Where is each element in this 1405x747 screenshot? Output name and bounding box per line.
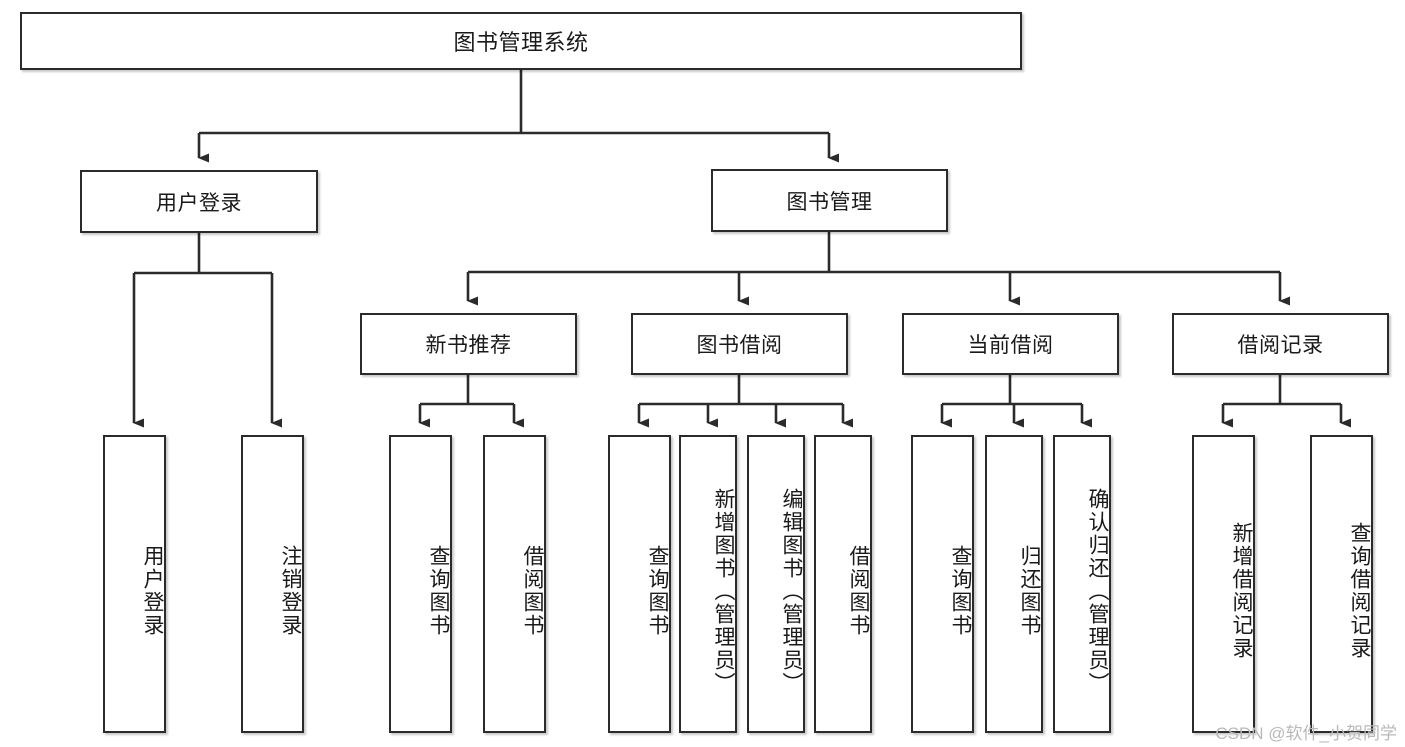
node-label: 借阅图书 [847, 545, 870, 637]
leaf-book-borrow-borrow-book[interactable]: 借阅图书 [814, 435, 872, 733]
node-label: 查询图书 [949, 545, 972, 637]
leaf-current-borrow-return-book[interactable]: 归还图书 [985, 435, 1043, 733]
leaf-book-borrow-edit-book-admin[interactable]: 编辑图书（管理员） [747, 435, 805, 733]
leaf-borrow-record-query-record[interactable]: 查询借阅记录 [1310, 435, 1373, 733]
leaf-new-book-borrow-book[interactable]: 借阅图书 [483, 435, 546, 733]
leaf-book-borrow-add-book-admin[interactable]: 新增图书（管理员） [679, 435, 737, 733]
node-label: 新书推荐 [425, 334, 512, 357]
node-book-management[interactable]: 图书管理 [711, 169, 948, 232]
leaf-user-login-logout[interactable]: 注销登录 [241, 435, 304, 733]
node-borrow-record[interactable]: 借阅记录 [1172, 313, 1389, 375]
node-book-borrow[interactable]: 图书借阅 [631, 313, 848, 375]
leaf-current-borrow-confirm-return-admin[interactable]: 确认归还（管理员） [1053, 435, 1111, 733]
node-label: 图书管理 [786, 190, 873, 214]
node-label: 确认归还（管理员） [1086, 487, 1109, 695]
node-label: 当前借阅 [967, 334, 1054, 357]
node-label: 查询图书 [646, 545, 669, 637]
leaf-borrow-record-add-record[interactable]: 新增借阅记录 [1192, 435, 1255, 733]
node-label: 编辑图书（管理员） [780, 487, 803, 695]
leaf-user-login-login[interactable]: 用户登录 [103, 435, 166, 733]
node-user-login[interactable]: 用户登录 [80, 170, 318, 233]
leaf-current-borrow-query-book[interactable]: 查询图书 [911, 435, 974, 733]
node-label: 注销登录 [279, 545, 302, 637]
node-label: 新增借阅记录 [1230, 522, 1253, 660]
node-label: 用户登录 [141, 545, 164, 637]
node-label: 借阅图书 [521, 545, 544, 637]
node-label: 新增图书（管理员） [712, 487, 735, 695]
node-root-book-management-system[interactable]: 图书管理系统 [20, 12, 1022, 70]
node-label: 图书管理系统 [453, 30, 589, 55]
node-label: 归还图书 [1018, 545, 1041, 637]
csdn-watermark: CSDN @软件_小贺同学 [1215, 724, 1397, 743]
node-label: 图书借阅 [696, 334, 783, 357]
node-label: 查询图书 [427, 545, 450, 637]
node-label: 借阅记录 [1237, 334, 1324, 357]
node-label: 用户登录 [156, 191, 242, 215]
node-new-book-recommend[interactable]: 新书推荐 [360, 313, 577, 375]
leaf-book-borrow-query-book[interactable]: 查询图书 [608, 435, 671, 733]
node-current-borrow[interactable]: 当前借阅 [902, 313, 1119, 375]
leaf-new-book-query-book[interactable]: 查询图书 [389, 435, 452, 733]
node-label: 查询借阅记录 [1348, 522, 1371, 660]
